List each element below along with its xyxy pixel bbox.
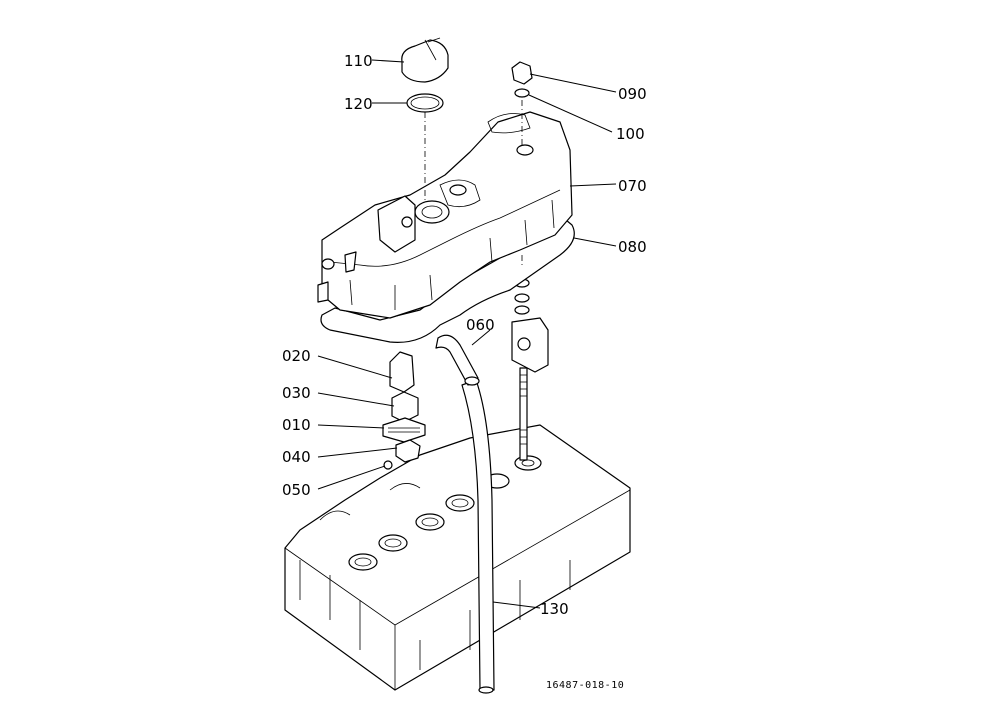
valve-cover <box>317 111 573 319</box>
breather-pipe <box>461 379 495 694</box>
callout-120: 120 <box>344 95 373 113</box>
callout-030: 030 <box>282 384 311 402</box>
cylinder-head <box>284 424 631 691</box>
drawing-code: 16487-018-10 <box>546 680 624 691</box>
callout-100: 100 <box>616 125 645 143</box>
callout-050: 050 <box>282 481 311 499</box>
callout-110: 110 <box>344 52 373 70</box>
hose <box>435 334 480 386</box>
callout-080: 080 <box>618 238 647 256</box>
callout-010: 010 <box>282 416 311 434</box>
callout-020: 020 <box>282 347 311 365</box>
callout-090: 090 <box>618 85 647 103</box>
leader-lines <box>317 59 617 609</box>
seal-washer <box>514 88 530 98</box>
callout-070: 070 <box>618 177 647 195</box>
callout-040: 040 <box>282 448 311 466</box>
breather-assembly <box>382 351 426 470</box>
oil-filler-cap <box>401 37 449 83</box>
cover-nut <box>511 61 533 85</box>
callout-060: 060 <box>466 316 495 334</box>
callout-130: 130 <box>540 600 569 618</box>
